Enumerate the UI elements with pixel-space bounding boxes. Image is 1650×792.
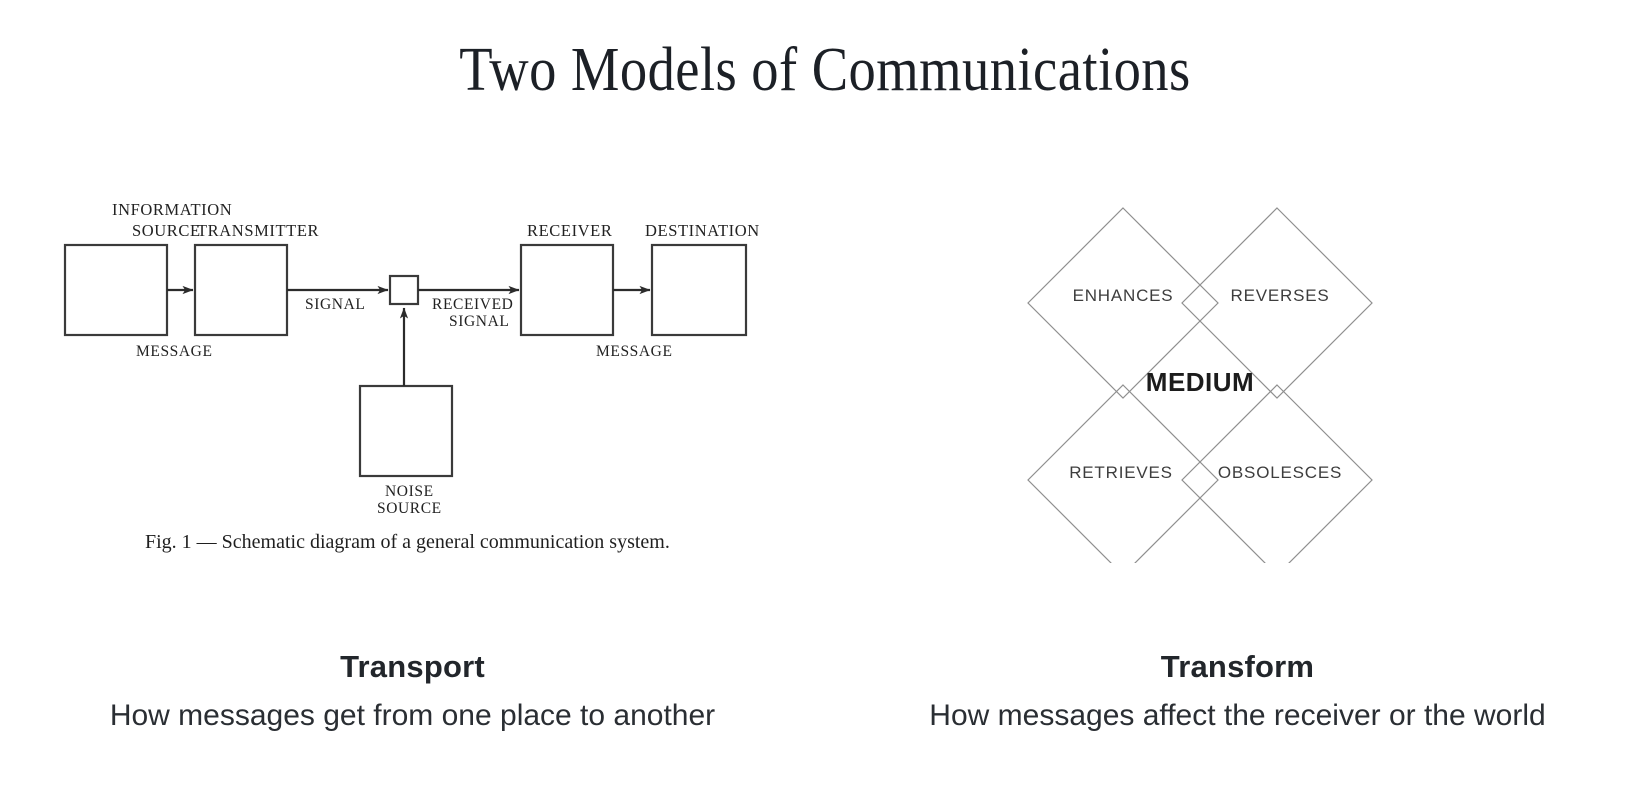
shannon-weaver-diagram: INFORMATION SOURCE TRANSMITTER RECEIVER …: [40, 190, 800, 580]
label-message-right: MESSAGE: [596, 343, 673, 360]
label-signal: SIGNAL: [305, 296, 365, 313]
box-destination: [650, 243, 748, 337]
left-caption-heading: Transport: [340, 649, 485, 684]
box-receiver: [519, 243, 615, 337]
page-title: Two Models of Communications: [459, 36, 1191, 104]
label-noise-source-line2: SOURCE: [377, 500, 442, 517]
box-noise-source: [358, 384, 454, 478]
box-information-source: [63, 243, 169, 337]
label-received-signal-line1: RECEIVED: [432, 296, 513, 313]
tetrad-label-retrieves: RETRIEVES: [1069, 463, 1173, 482]
box-transmitter: [193, 243, 289, 337]
shannon-weaver-svg: INFORMATION SOURCE TRANSMITTER RECEIVER …: [63, 200, 760, 553]
mcluhan-tetrad-diagram: ENHANCES REVERSES RETRIEVES OBSOLESCES M…: [980, 188, 1420, 563]
diamond-bottom-right: [1181, 384, 1373, 563]
figure-caption: Fig. 1 — Schematic diagram of a general …: [145, 531, 670, 553]
right-caption-subheading: How messages affect the receiver or the …: [929, 699, 1546, 733]
tetrad-label-enhances: ENHANCES: [1073, 286, 1174, 305]
tetrad-label-reverses: REVERSES: [1231, 286, 1330, 305]
label-noise-source-line1: NOISE: [385, 483, 434, 500]
right-panel: ENHANCES REVERSES RETRIEVES OBSOLESCES M…: [825, 0, 1650, 792]
label-received-signal-line2: SIGNAL: [449, 313, 509, 330]
label-information-source-line1: INFORMATION: [112, 200, 232, 219]
label-destination: DESTINATION: [645, 221, 760, 240]
left-panel: INFORMATION SOURCE TRANSMITTER RECEIVER …: [0, 190, 825, 735]
mcluhan-tetrad-svg: ENHANCES REVERSES RETRIEVES OBSOLESCES M…: [1027, 207, 1373, 563]
tetrad-center-label: MEDIUM: [1146, 367, 1254, 397]
label-receiver: RECEIVER: [527, 221, 612, 240]
box-channel: [388, 274, 420, 306]
right-caption-heading: Transform: [1160, 649, 1315, 684]
left-caption-block: Transport How messages get from one plac…: [0, 648, 825, 735]
tetrad-label-obsolesces: OBSOLESCES: [1218, 463, 1342, 482]
label-transmitter: TRANSMITTER: [197, 221, 319, 240]
left-caption-subheading: How messages get from one place to anoth…: [109, 699, 716, 733]
diamond-bottom-left: [1027, 384, 1219, 563]
label-message-left: MESSAGE: [136, 343, 213, 360]
right-caption-block: Transform How messages affect the receiv…: [825, 648, 1650, 735]
diamond-top-left: [1027, 207, 1219, 399]
diamond-top-right: [1181, 207, 1373, 399]
label-information-source-line2: SOURCE: [132, 221, 201, 240]
